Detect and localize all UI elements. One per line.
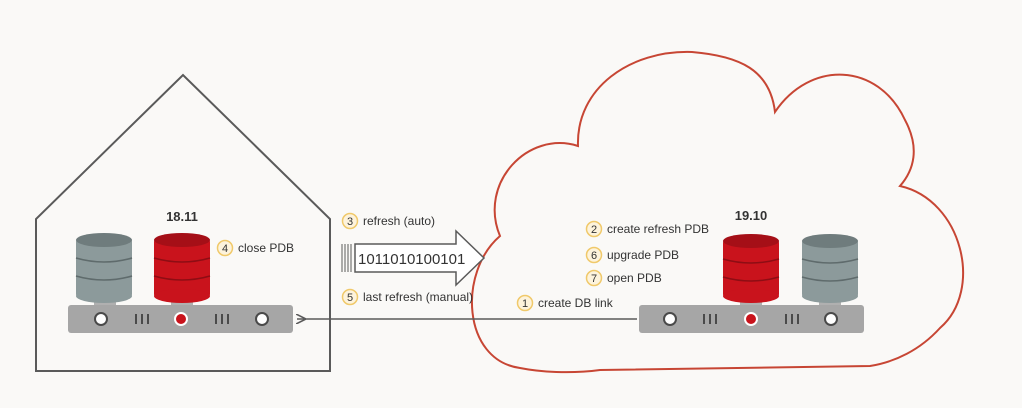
hollow-right-arrow-icon: 1011010100101: [341, 229, 486, 287]
step-label: last refresh (manual): [363, 290, 473, 304]
server-vent-icon: [785, 314, 799, 324]
server-vent-icon: [703, 314, 717, 324]
step-number: 4: [222, 243, 228, 255]
step-number-circle: [585, 246, 603, 264]
db-ring: [801, 276, 859, 282]
db-top: [76, 233, 132, 247]
step-label: refresh (auto): [363, 214, 435, 228]
server-rack-icon-cloud: [639, 305, 864, 333]
step-label: create DB link: [538, 296, 614, 310]
step-number-circle: [341, 288, 359, 306]
db-bottom: [76, 289, 132, 303]
db-bottom: [723, 289, 779, 303]
database-grey-onprem: [75, 233, 133, 307]
step-number-circle: [585, 220, 603, 238]
step-label: create refresh PDB: [607, 222, 709, 236]
db-ring: [722, 258, 780, 264]
database-cylinder-icon: [154, 240, 210, 296]
db-ring: [801, 258, 859, 264]
step-last-refresh-manual: 5 last refresh (manual): [341, 288, 473, 306]
step-number: 2: [591, 224, 597, 236]
step-number: 6: [591, 250, 597, 262]
cloud-outline-icon: [471, 50, 964, 374]
arrow-tail-lines: [341, 244, 352, 272]
step-number-circle: [341, 212, 359, 230]
step-number: 5: [347, 292, 353, 304]
step-upgrade-pdb: 6 upgrade PDB: [585, 246, 679, 264]
server-led-icon: [663, 312, 677, 326]
step-label: open PDB: [607, 271, 662, 285]
step-number: 7: [591, 273, 597, 285]
server-led-icon: [255, 312, 269, 326]
house-outline-icon: [35, 73, 331, 372]
db-bottom: [802, 289, 858, 303]
step-create-refresh-pdb: 2 create refresh PDB: [585, 220, 709, 238]
db-bottom: [154, 289, 210, 303]
onprem-version-label: 18.11: [166, 209, 198, 224]
step-number-circle: [216, 239, 234, 257]
transfer-bits-text: 1011010100101: [358, 251, 465, 268]
step-label: close PDB: [238, 241, 294, 255]
server-led-active-icon: [744, 312, 758, 326]
db-ring: [722, 276, 780, 282]
db-top: [154, 233, 210, 247]
server-led-icon: [94, 312, 108, 326]
cloud-version-label: 19.10: [735, 208, 768, 223]
step-refresh-auto: 3 refresh (auto): [341, 212, 435, 230]
db-ring: [153, 275, 211, 281]
arrow-body: [354, 229, 486, 287]
step-label: upgrade PDB: [607, 248, 679, 262]
db-top: [802, 234, 858, 248]
step-number-circle: [516, 294, 534, 312]
step-create-db-link: 1 create DB link: [516, 294, 614, 312]
database-cylinder-icon: [802, 241, 858, 296]
server-vent-icon: [215, 314, 229, 324]
database-red-cloud: [722, 234, 780, 307]
step-open-pdb: 7 open PDB: [585, 269, 662, 287]
step-number: 1: [522, 298, 528, 310]
database-cylinder-icon: [723, 241, 779, 296]
database-red-onprem: [153, 233, 211, 307]
database-grey-cloud: [801, 234, 859, 307]
db-ring: [153, 257, 211, 263]
server-led-active-icon: [174, 312, 188, 326]
db-top: [723, 234, 779, 248]
db-ring: [75, 275, 133, 281]
database-cylinder-icon: [76, 240, 132, 296]
step-close-pdb: 4 close PDB: [216, 239, 294, 257]
server-rack-icon-onprem: [68, 305, 293, 333]
server-led-icon: [824, 312, 838, 326]
server-vent-icon: [135, 314, 149, 324]
step-number: 3: [347, 216, 353, 228]
step-number-circle: [585, 269, 603, 287]
db-ring: [75, 257, 133, 263]
